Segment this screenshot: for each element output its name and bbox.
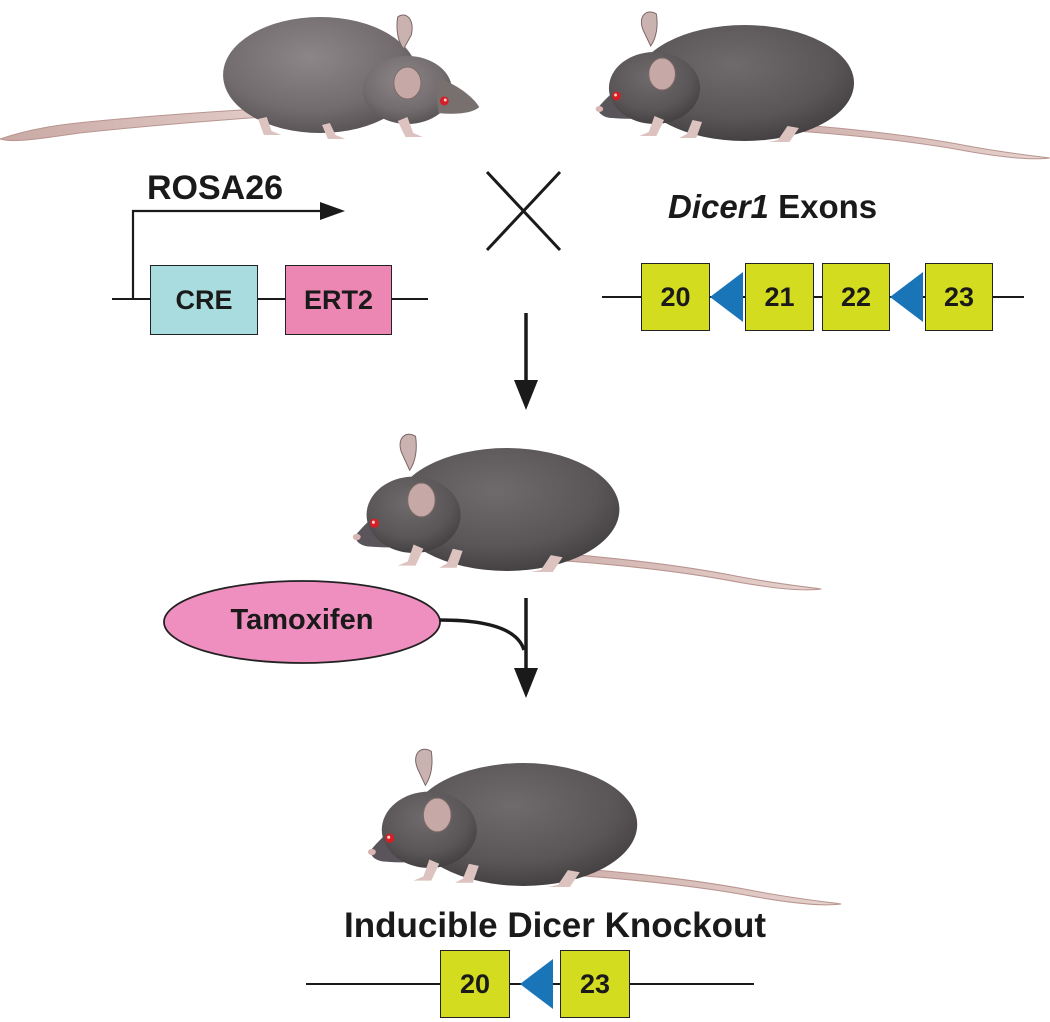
tamoxifen-node [163,580,526,664]
knockout-exon-20-box: 20 [440,950,510,1018]
exons-word: Exons [768,188,878,225]
cre-box: CRE [150,265,258,335]
tamoxifen-arrow [514,598,538,698]
tamoxifen-label: Tamoxifen [230,604,374,636]
exon-21-box: 21 [745,263,814,331]
loxp-triangle-1 [710,272,743,322]
ert2-box: ERT2 [285,265,392,335]
mouse-knockout [367,748,842,906]
result-title: Inducible Dicer Knockout [344,906,766,945]
gene-name: Dicer1 [668,188,769,225]
knockout-construct-lines [306,959,754,1009]
cross-result-arrow [514,313,538,410]
exon-23-box: 23 [925,263,993,331]
promoter-label: ROSA26 [147,169,284,207]
loxp-triangle-remaining [520,959,553,1009]
loxp-triangle-2 [890,272,923,322]
mouse-offspring [352,433,822,591]
dicer1-exons-title: Dicer1 Exons [668,188,877,226]
mouse-parent-right [595,11,1050,160]
knockout-exon-23-box: 23 [560,950,630,1018]
cross-icon [485,170,562,252]
exon-20-box: 20 [641,263,710,331]
mouse-parent-left [0,14,480,142]
exon-22-box: 22 [822,263,890,331]
promoter-arrowhead [320,202,345,220]
